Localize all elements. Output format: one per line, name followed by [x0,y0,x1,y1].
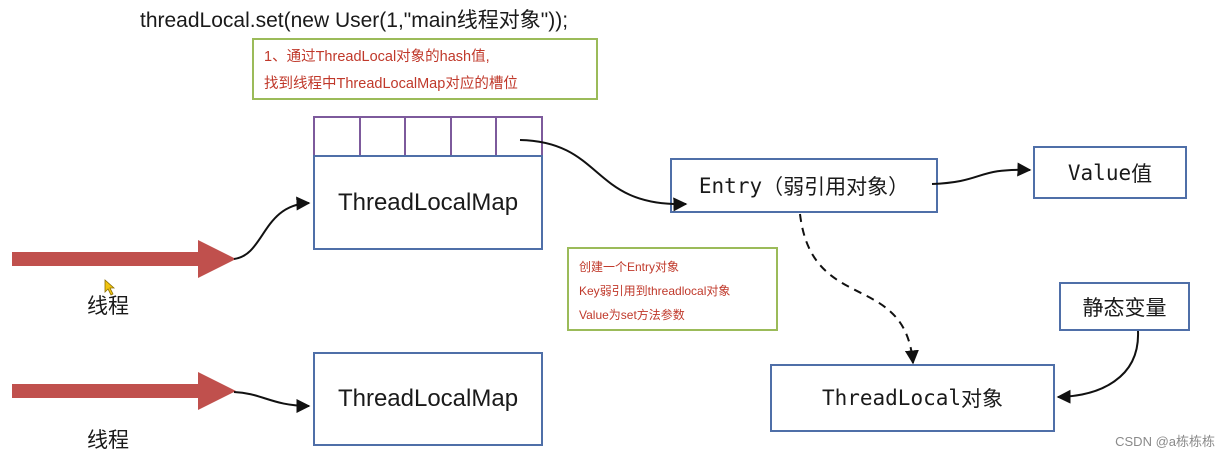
entry-note-line-2: Key弱引用到threadlocal对象 [579,284,731,298]
map-slot [452,118,498,155]
slot-lookup-note: 1、通过ThreadLocal对象的hash值, 找到线程中ThreadLoca… [252,38,598,100]
entry-to-value-connector [931,162,1032,185]
map-slot [315,118,361,155]
map-slot [406,118,452,155]
thread-arrow-1 [12,240,236,278]
slot-note-line-2: 找到线程中ThreadLocalMap对应的槽位 [264,76,518,92]
value-code: Value [1067,160,1132,185]
thread-to-map-1-connector [233,196,311,260]
value-text: 值 [1131,162,1153,186]
slot-to-entry-connector [519,139,688,212]
watermark: CSDN @a栋栋栋 [1115,434,1215,449]
thread-arrow-2 [12,372,236,410]
cursor-icon [104,279,116,296]
entry-code: Entry [698,173,763,198]
entry-text: （弱引用对象） [762,175,910,199]
entry-box: Entry（弱引用对象） [670,158,938,213]
map-slot [361,118,407,155]
entry-note: 创建一个Entry对象 Key弱引用到threadlocal对象 Value为s… [567,247,778,331]
thread-label-1: 线程 [87,295,129,318]
static-variable-box: 静态变量 [1059,282,1190,331]
slot-note-line-1: 1、通过ThreadLocal对象的hash值, [264,49,490,65]
entry-note-line-1: 创建一个Entry对象 [579,260,680,274]
threadlocal-text: 对象 [961,388,1004,411]
threadlocal-code: ThreadLocal [821,386,962,410]
thread-to-map-2-connector [233,391,311,413]
entry-to-threadlocal-weakref-connector [799,213,919,365]
code-title: threadLocal.set(new User(1,"main线程对象")); [140,9,569,32]
threadlocalmap-box-2: ThreadLocalMap [313,352,543,446]
threadlocalmap-box-1: ThreadLocalMap [313,155,543,250]
static-to-threadlocal-connector [1056,330,1140,404]
entry-note-line-3: Value为set方法参数 [579,308,685,322]
thread-label-2: 线程 [87,429,129,452]
